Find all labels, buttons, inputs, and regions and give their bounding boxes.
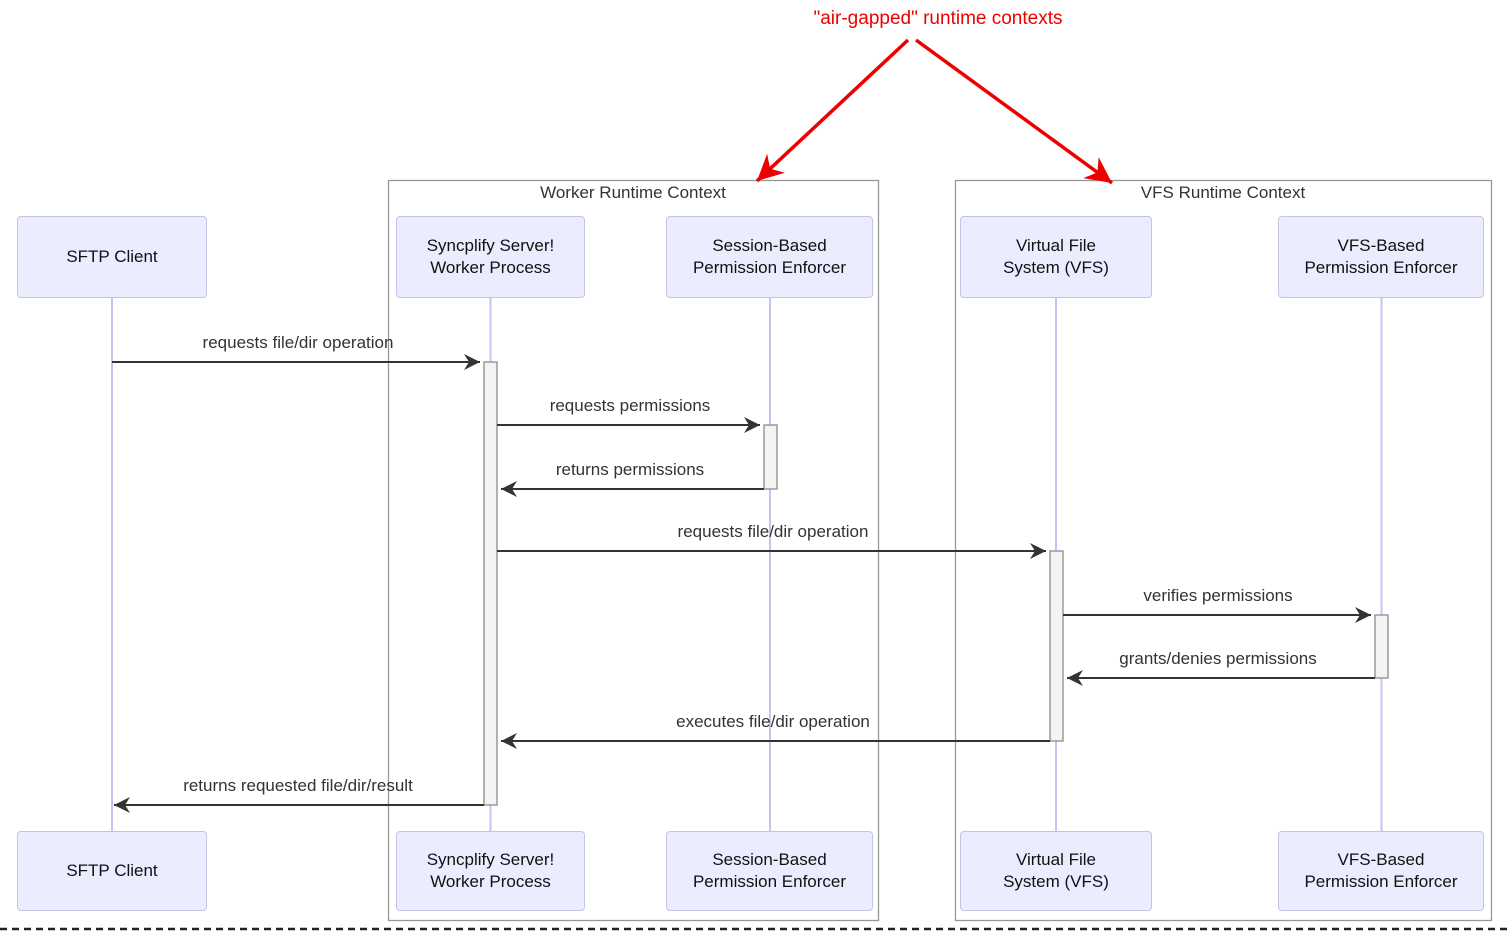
lifelines: [111, 298, 1383, 831]
participant-vfs-enforcer-top: VFS-Based Permission Enforcer: [1278, 216, 1484, 298]
message-arrows: [112, 354, 1375, 813]
message-4-label: verifies permissions: [1143, 586, 1293, 605]
message-6-label: executes file/dir operation: [676, 712, 870, 731]
message-1-label: requests permissions: [549, 396, 711, 415]
participant-sftp-client-top: SFTP Client: [17, 216, 207, 298]
participant-label: VFS-Based Permission Enforcer: [1304, 235, 1458, 277]
participant-label: Virtual File System (VFS): [1003, 235, 1109, 277]
participant-label: Syncplify Server! Worker Process: [426, 849, 555, 891]
message-3-label: requests file/dir operation: [677, 522, 869, 541]
activations: [483, 361, 1389, 806]
activation-vfs: [1049, 550, 1064, 742]
participant-label: Session-Based Permission Enforcer: [692, 235, 847, 277]
activation-session-enforcer: [763, 424, 778, 490]
message-2-label: returns permissions: [555, 460, 705, 479]
participant-vfs-top: Virtual File System (VFS): [960, 216, 1152, 298]
participant-session-enforcer-top: Session-Based Permission Enforcer: [666, 216, 873, 298]
participant-sftp-client-bottom: SFTP Client: [17, 831, 207, 911]
participant-label: Syncplify Server! Worker Process: [426, 235, 555, 277]
participant-worker-process-top: Syncplify Server! Worker Process: [396, 216, 585, 298]
annotation-arrows: [755, 38, 1114, 185]
message-7-label: returns requested file/dir/result: [183, 776, 413, 795]
participant-session-enforcer-bottom: Session-Based Permission Enforcer: [666, 831, 873, 911]
participant-label: SFTP Client: [66, 860, 158, 880]
annotation-arrow-right: [914, 38, 1114, 185]
participant-label: SFTP Client: [66, 246, 158, 266]
frame-label-vfs-runtime-context: VFS Runtime Context: [1140, 183, 1306, 202]
annotation-text: "air-gapped" runtime contexts: [813, 8, 1063, 29]
participant-worker-process-bottom: Syncplify Server! Worker Process: [396, 831, 585, 911]
activation-vfs-enforcer: [1374, 614, 1389, 679]
participant-vfs-bottom: Virtual File System (VFS): [960, 831, 1152, 911]
participant-label: Virtual File System (VFS): [1003, 849, 1109, 891]
activation-worker-process: [483, 361, 498, 806]
message-5-label: grants/denies permissions: [1119, 649, 1317, 668]
participant-label: Session-Based Permission Enforcer: [692, 849, 847, 891]
participant-vfs-enforcer-bottom: VFS-Based Permission Enforcer: [1278, 831, 1484, 911]
annotation-arrow-left: [755, 38, 910, 183]
participant-label: VFS-Based Permission Enforcer: [1304, 849, 1458, 891]
frame-label-worker-runtime-context: Worker Runtime Context: [540, 183, 726, 202]
message-0-label: requests file/dir operation: [202, 333, 394, 352]
